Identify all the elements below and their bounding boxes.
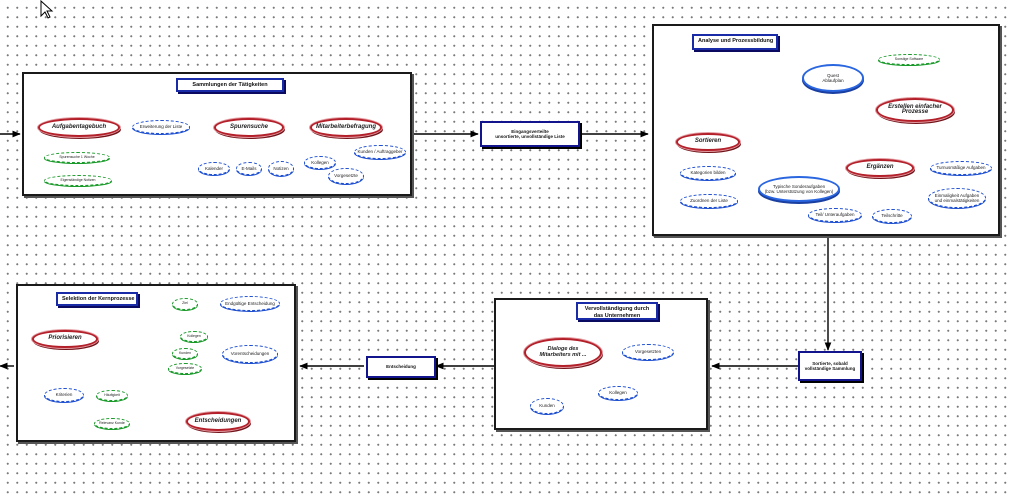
node-kriterien[interactable]: Kriterien — [44, 388, 84, 402]
node-priorisieren[interactable]: Priorisieren — [32, 330, 98, 348]
mouse-cursor-icon — [40, 0, 54, 19]
gather-title: Sammlungen der Tätigkeiten — [176, 78, 284, 92]
node-kunden-3[interactable]: Kunden — [172, 348, 198, 359]
validation-title: Vervollständigung durch das Unternehmen — [576, 302, 658, 320]
node-spurensuche[interactable]: Spurensuche — [214, 118, 284, 137]
node-kunden-auftraggeber[interactable]: Kunden / Auftraggeber — [354, 145, 406, 159]
node-sortieren[interactable]: Sortieren — [676, 133, 740, 151]
node-relevanz-kunde[interactable]: Relevanz Kunde — [94, 418, 130, 429]
node-dialoge[interactable]: Dialoge des Mitarbeiters mit ... — [524, 338, 602, 367]
banner-unsorted-list: Eingangsverteilte unsortierte, unvollstä… — [480, 121, 580, 147]
selection-title: Selektion der Kernprozesse — [56, 292, 138, 306]
node-kollegen-2[interactable]: Kollegen — [598, 386, 638, 400]
node-erstellen-prozesse[interactable]: Erstellen einfacher Prozesse — [876, 98, 954, 122]
node-ergaenzen[interactable]: Ergänzen — [846, 159, 914, 177]
node-turnus[interactable]: Turnusmäßige Aufgaben — [930, 161, 992, 175]
node-quest-ablauf[interactable]: Quest Ablaufplan — [802, 64, 864, 92]
node-kollegen-1[interactable]: Kollegen — [304, 156, 336, 169]
validation-group — [494, 298, 708, 430]
node-ziel[interactable]: Ziel — [172, 298, 198, 310]
node-kunden-2[interactable]: Kunden — [530, 398, 564, 414]
node-notizen[interactable]: Notizen — [268, 161, 294, 176]
node-kollegen-3[interactable]: Kollegen — [180, 331, 208, 342]
node-teilaufgaben[interactable]: Teil/ Unteraufgaben — [808, 208, 862, 222]
node-vorentscheidungen[interactable]: Vorentscheidungen — [222, 345, 278, 363]
node-typische-sonderaufgaben[interactable]: Typische Sonderaufgaben (bzw. Unterstütz… — [758, 176, 840, 202]
node-sonstige-software[interactable]: Sonstige Software — [878, 54, 940, 65]
node-eigen-notizen[interactable]: Eigenständige Notizen — [44, 175, 112, 186]
node-haeufigkeit[interactable]: Häufigkeit — [96, 390, 128, 401]
node-zuordnen[interactable]: Zuordnen der Liste — [680, 194, 738, 208]
node-emails[interactable]: E-Mails — [236, 162, 262, 175]
node-teilschritte[interactable]: Teilschritte — [872, 209, 912, 223]
node-spuren-dauer[interactable]: Spurensuche 1 Woche — [44, 152, 110, 163]
node-vorgesetzte-3[interactable]: Vorgesetzte — [168, 363, 202, 374]
banner-sorted-collection: Sortierte, sobald vollständige Sammlung — [798, 351, 862, 381]
node-mitarbeiterbefragung[interactable]: Mitarbeiterbefragung — [310, 118, 382, 137]
node-endgueltige-entscheidung[interactable]: Endgültige Entscheidung — [220, 296, 280, 311]
node-einmalig[interactable]: Einmaligkeit Aufgaben und einmalstätigke… — [928, 188, 986, 208]
node-vorgesetzten-2[interactable]: Vorgesetzten — [622, 344, 674, 360]
node-aufgabentagebuch[interactable]: Aufgabentagebuch — [38, 118, 120, 137]
node-kategorien[interactable]: Kategorien bilden — [680, 166, 736, 180]
banner-entscheidung: Entscheidung — [366, 356, 436, 378]
node-entscheidungen[interactable]: Entscheidungen — [186, 412, 250, 431]
node-kalender[interactable]: Kalender — [198, 162, 230, 175]
node-erweiterung[interactable]: Erweiterung der Liste — [132, 120, 190, 134]
node-vorgesetzte-1[interactable]: Vorgesetzte — [328, 168, 364, 184]
analysis-title: Analyse und Prozessbildung — [692, 34, 778, 50]
